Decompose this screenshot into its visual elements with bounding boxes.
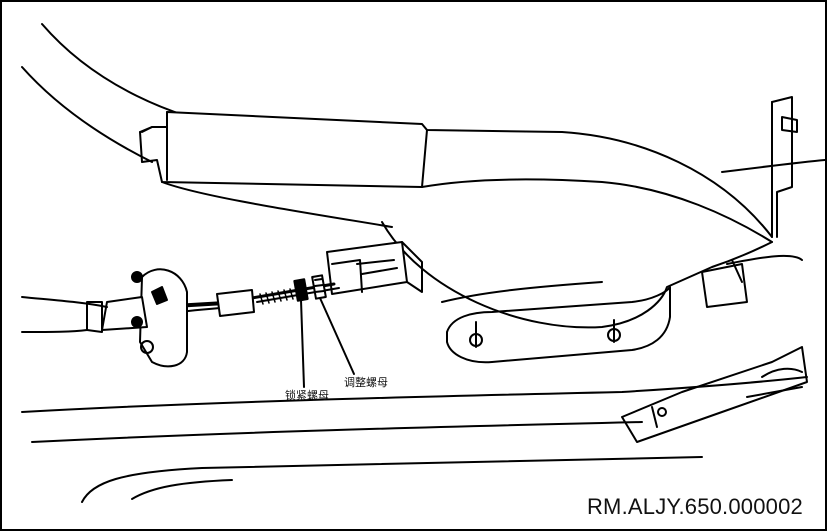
- floor-line-4: [131, 479, 233, 500]
- adjust-nut-leader: [319, 297, 355, 375]
- console-outer-arc: [21, 66, 153, 163]
- cable-guide-bracket: [21, 268, 188, 368]
- floor-line-3: [81, 456, 703, 503]
- figure-code: RM.ALJY.650.000002: [586, 494, 803, 519]
- adjust-nut-shape: [311, 274, 327, 300]
- spring-coil: [259, 288, 294, 305]
- lock-nut-label: 锁紧螺母: [285, 389, 329, 402]
- floor-line-5: [441, 281, 603, 303]
- lever-base-plate: [446, 286, 671, 364]
- lower-right-bracket: [621, 346, 808, 443]
- adjust-nut-label: 调整螺母: [344, 376, 388, 389]
- console-right-edge: [721, 159, 825, 173]
- handbrake-lever: [139, 96, 798, 329]
- cable-yoke: [326, 241, 423, 295]
- floor-line-2: [31, 421, 643, 443]
- lock-nut-shape: [293, 278, 309, 302]
- right-bracket: [701, 254, 803, 308]
- floor-line-1: [21, 376, 808, 413]
- lock-nut-leader: [300, 299, 305, 388]
